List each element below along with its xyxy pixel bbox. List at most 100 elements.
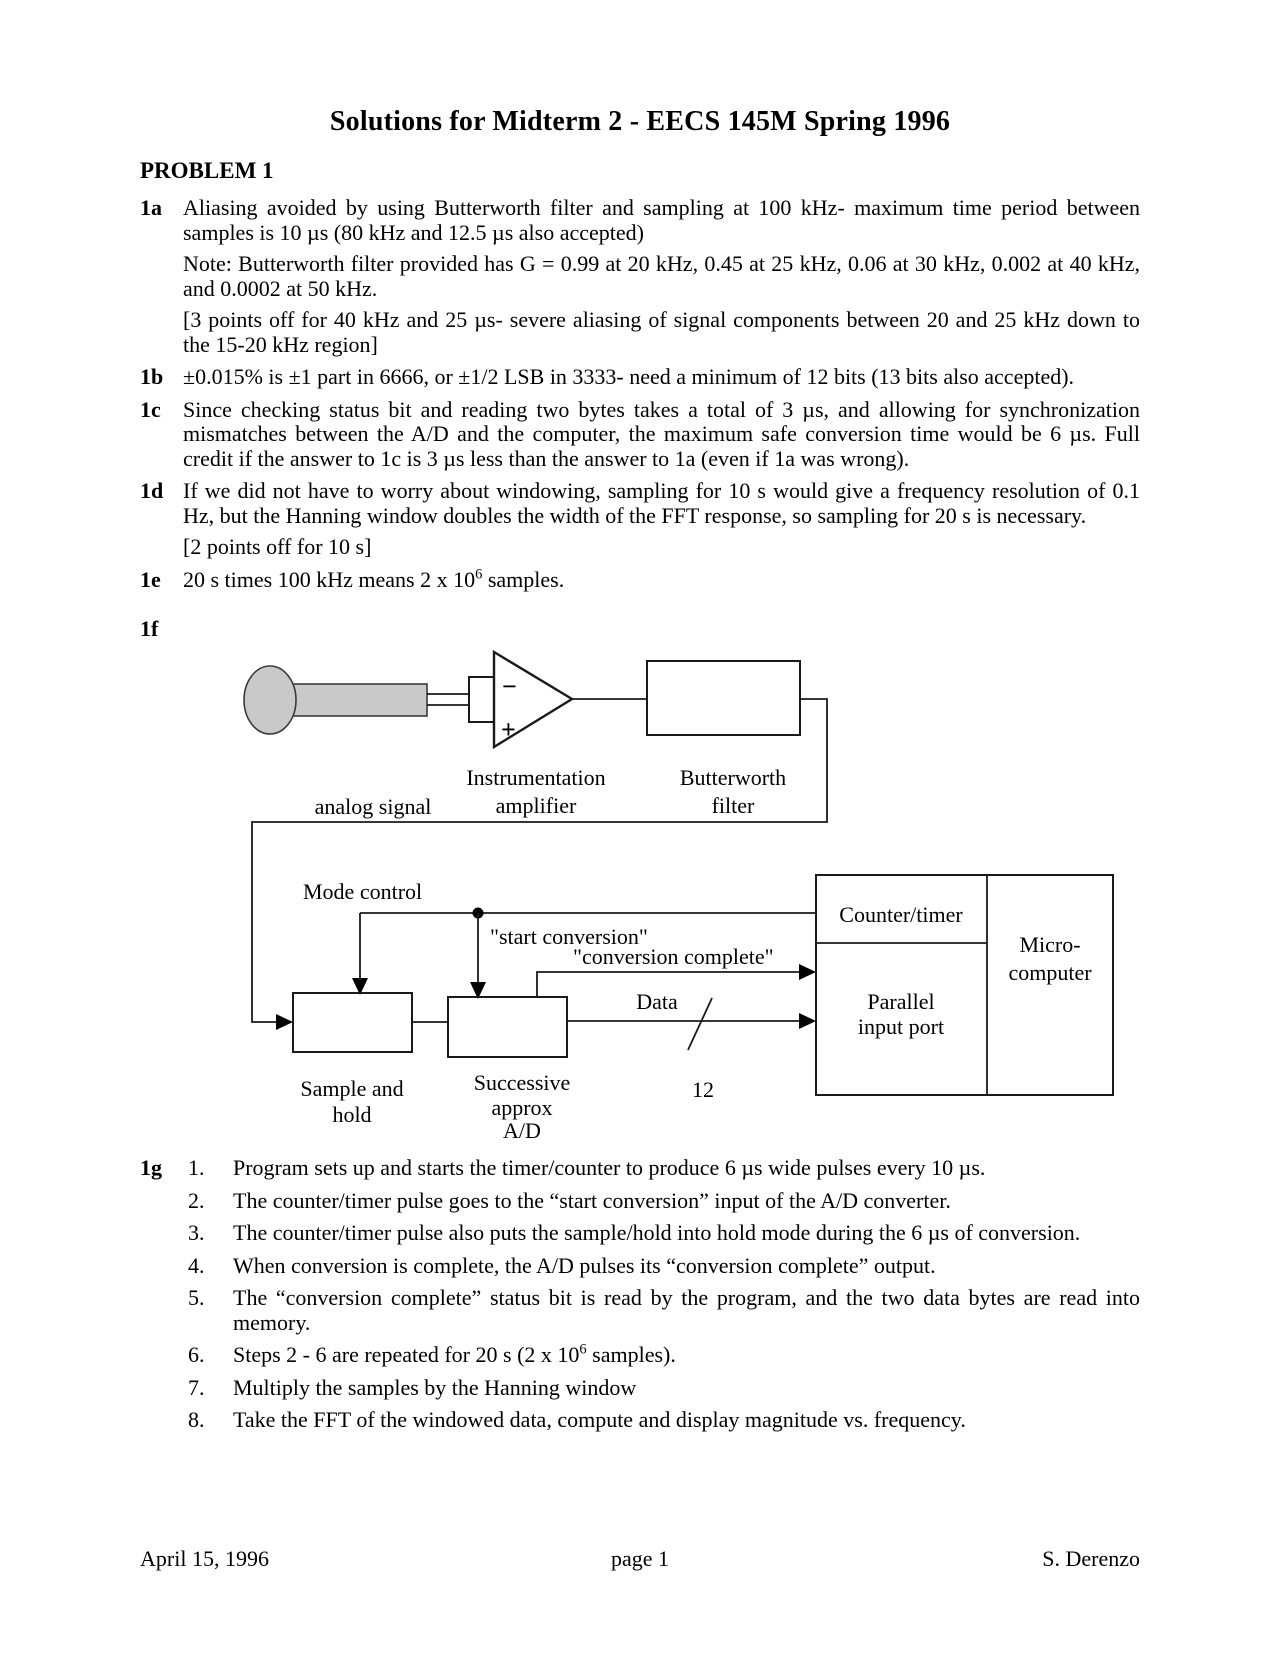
parallel-port-label-line2: input port [858, 1014, 944, 1039]
microcomputer-block: Counter/timer Micro- computer Parallel i… [815, 874, 1114, 1096]
item-1c-body: Since checking status bit and reading tw… [183, 396, 1140, 472]
step-row-8: 8. Take the FFT of the windowed data, co… [140, 1407, 1140, 1433]
item-1a-points: [3 points off for 40 kHz and 25 µs- seve… [183, 307, 1140, 357]
item-1d-text: If we did not have to worry about window… [183, 478, 1140, 528]
item-1e-label: 1e [140, 566, 161, 592]
step-text: Multiply the samples by the Hanning wind… [233, 1374, 637, 1400]
step-text: The counter/timer pulse goes to the “sta… [233, 1187, 951, 1213]
butterworth-label-line1: Butterworth [680, 765, 786, 790]
amp-triangle [492, 649, 575, 750]
item-1d-points: [2 points off for 10 s] [183, 534, 372, 559]
problem-heading: PROBLEM 1 [140, 158, 274, 183]
bus-slash [687, 997, 713, 1051]
adc-box [447, 996, 568, 1058]
microcomputer-label-line1: Micro- [1019, 932, 1080, 957]
page-title: Solutions for Midterm 2 - EECS 145M Spri… [329, 106, 951, 137]
step-6-pre: Steps 2 - 6 are repeated for 20 s (2 x 1… [233, 1342, 580, 1367]
step-number: 3. [188, 1220, 205, 1245]
instrumentation-amplifier: − + [468, 649, 647, 750]
document-content: Solutions for Midterm 2 - EECS 145M Spri… [140, 106, 1140, 1441]
step-text: The “conversion complete” status bit is … [233, 1285, 1140, 1335]
item-1d: 1d If we did not have to worry about win… [140, 478, 1140, 560]
parallel-port-label-line1: Parallel [867, 989, 934, 1014]
footer-author: S. Derenzo [1042, 1546, 1140, 1571]
figure-1f: 1f − + [140, 600, 1140, 1156]
footer-date: April 15, 1996 [140, 1546, 269, 1571]
microphone-head [243, 665, 297, 735]
analog-signal-arrowhead [276, 1014, 293, 1030]
item-1d-body: If we did not have to worry about window… [183, 478, 1140, 560]
footer-page-number: page 1 [610, 1546, 670, 1571]
mode-control-label: Mode control [303, 879, 422, 904]
microcomputer-box [815, 874, 1114, 1096]
butterworth-label-line2: filter [712, 793, 755, 818]
microcomputer-label-line2: computer [1008, 960, 1092, 985]
butterworth-filter-box [646, 660, 801, 736]
adc-label-line1: Successive [474, 1070, 571, 1095]
item-1c-text: Since checking status bit and reading tw… [183, 396, 1140, 471]
item-1e-body: 20 s times 100 kHz means 2 x 106 samples… [183, 566, 1140, 593]
item-1b: 1b ±0.015% is ±1 part in 6666, or ±1/2 L… [140, 364, 1140, 390]
step-text: Program sets up and starts the timer/cou… [233, 1155, 986, 1180]
microphone [243, 665, 469, 735]
item-1b-label: 1b [140, 364, 164, 389]
item-1g-label: 1g [140, 1155, 162, 1180]
step-number: 7. [188, 1374, 205, 1400]
item-1a: 1a Aliasing avoided by using Butterworth… [140, 195, 1140, 357]
mode-drop-arrowhead-1 [352, 978, 368, 995]
step-text: Steps 2 - 6 are repeated for 20 s (2 x 1… [233, 1341, 1140, 1368]
step-number: 1. [188, 1155, 205, 1180]
conversion-complete-arrowhead [799, 964, 816, 980]
mode-control-net [352, 907, 816, 999]
item-1b-body: ±0.015% is ±1 part in 6666, or ±1/2 LSB … [183, 364, 1140, 390]
item-1f-label: 1f [140, 616, 159, 641]
mode-drop-arrowhead-2 [470, 982, 486, 999]
analog-signal-wire [251, 698, 828, 1023]
sample-hold-box [292, 992, 413, 1053]
step-row-6: 6. Steps 2 - 6 are repeated for 20 s (2 … [140, 1341, 1140, 1368]
step-number: 4. [188, 1252, 205, 1278]
item-1e-pre: 20 s times 100 kHz means 2 x 10 [183, 566, 476, 592]
amp-minus-sign: − [502, 672, 517, 701]
bus-width-label: 12 [692, 1077, 714, 1102]
step-row-1: 1g 1. Program sets up and starts the tim… [140, 1155, 1140, 1181]
start-conversion-label: "start conversion" [490, 924, 648, 949]
item-1e-post: samples. [482, 566, 565, 592]
item-1c-label: 1c [140, 396, 161, 422]
block-diagram: − + Instrumentation amplifier Butterwort… [243, 649, 1114, 1143]
data-label: Data [636, 989, 678, 1014]
amp-label-line1: Instrumentation [466, 765, 605, 790]
step-text: The counter/timer pulse also puts the sa… [233, 1220, 1081, 1245]
item-1e: 1e 20 s times 100 kHz means 2 x 106 samp… [140, 566, 1140, 593]
item-1a-body: Aliasing avoided by using Butterworth fi… [183, 195, 1140, 357]
conversion-complete-net [536, 964, 816, 997]
item-1e-exponent: 6 [475, 566, 483, 583]
item-1a-text: Aliasing avoided by using Butterworth fi… [183, 195, 1140, 245]
step-6-exponent: 6 [579, 1341, 587, 1358]
amp-plus-sign: + [501, 715, 516, 744]
step-number: 2. [188, 1187, 205, 1213]
data-arrowhead [799, 1013, 816, 1029]
step-row-4: 4. When conversion is complete, the A/D … [140, 1252, 1140, 1279]
step-text: When conversion is complete, the A/D pul… [233, 1252, 936, 1278]
step-number: 6. [188, 1342, 205, 1367]
adc-label-line3: A/D [503, 1118, 541, 1143]
microphone-handle [289, 683, 428, 717]
step-number: 8. [188, 1407, 205, 1432]
analog-signal-label: analog signal [315, 794, 432, 819]
adc-label-line2: approx [491, 1095, 552, 1120]
step-row-3: 3. The counter/timer pulse also puts the… [140, 1220, 1140, 1246]
item-1b-text: ±0.015% is ±1 part in 6666, or ±1/2 LSB … [183, 364, 1075, 389]
step-row-5: 5. The “conversion complete” status bit … [140, 1285, 1140, 1335]
item-1a-label: 1a [140, 195, 162, 220]
item-1c: 1c Since checking status bit and reading… [140, 396, 1140, 472]
item-1g: 1g 1. Program sets up and starts the tim… [140, 1155, 1140, 1433]
step-6-post: samples). [586, 1342, 676, 1367]
item-1e-text: 20 s times 100 kHz means 2 x 106 samples… [183, 566, 1140, 593]
conversion-complete-label: "conversion complete" [573, 944, 774, 969]
item-1d-label: 1d [140, 478, 164, 503]
sample-hold-label-line2: hold [332, 1102, 371, 1127]
amp-input-bracket [468, 676, 495, 723]
amp-label-line2: amplifier [496, 793, 577, 818]
